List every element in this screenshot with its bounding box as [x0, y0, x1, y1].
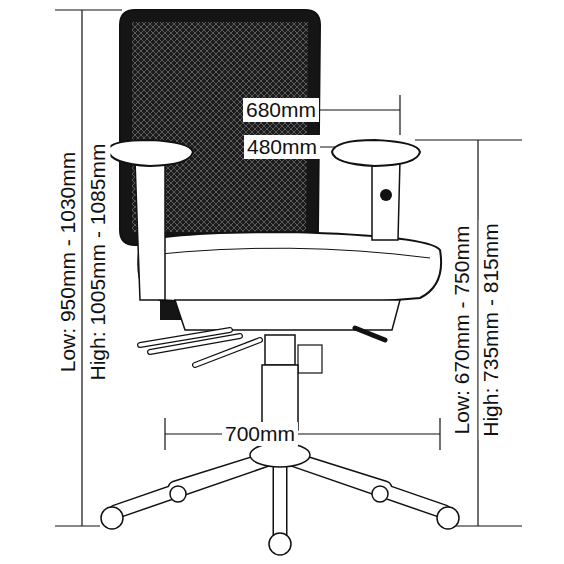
height-dimension: Low: 950mm - 1030mm [56, 149, 80, 376]
width-dimension: 480mm [244, 135, 320, 159]
height-dimension: Low: 670mm - 750mm [450, 223, 474, 438]
height-dimension: High: 735mm - 815mm [479, 220, 503, 440]
base-dimension: 700mm [222, 422, 298, 446]
height-dimension: High: 1005mm - 1085mm [86, 141, 110, 384]
width-dimension: 680mm [243, 98, 319, 122]
